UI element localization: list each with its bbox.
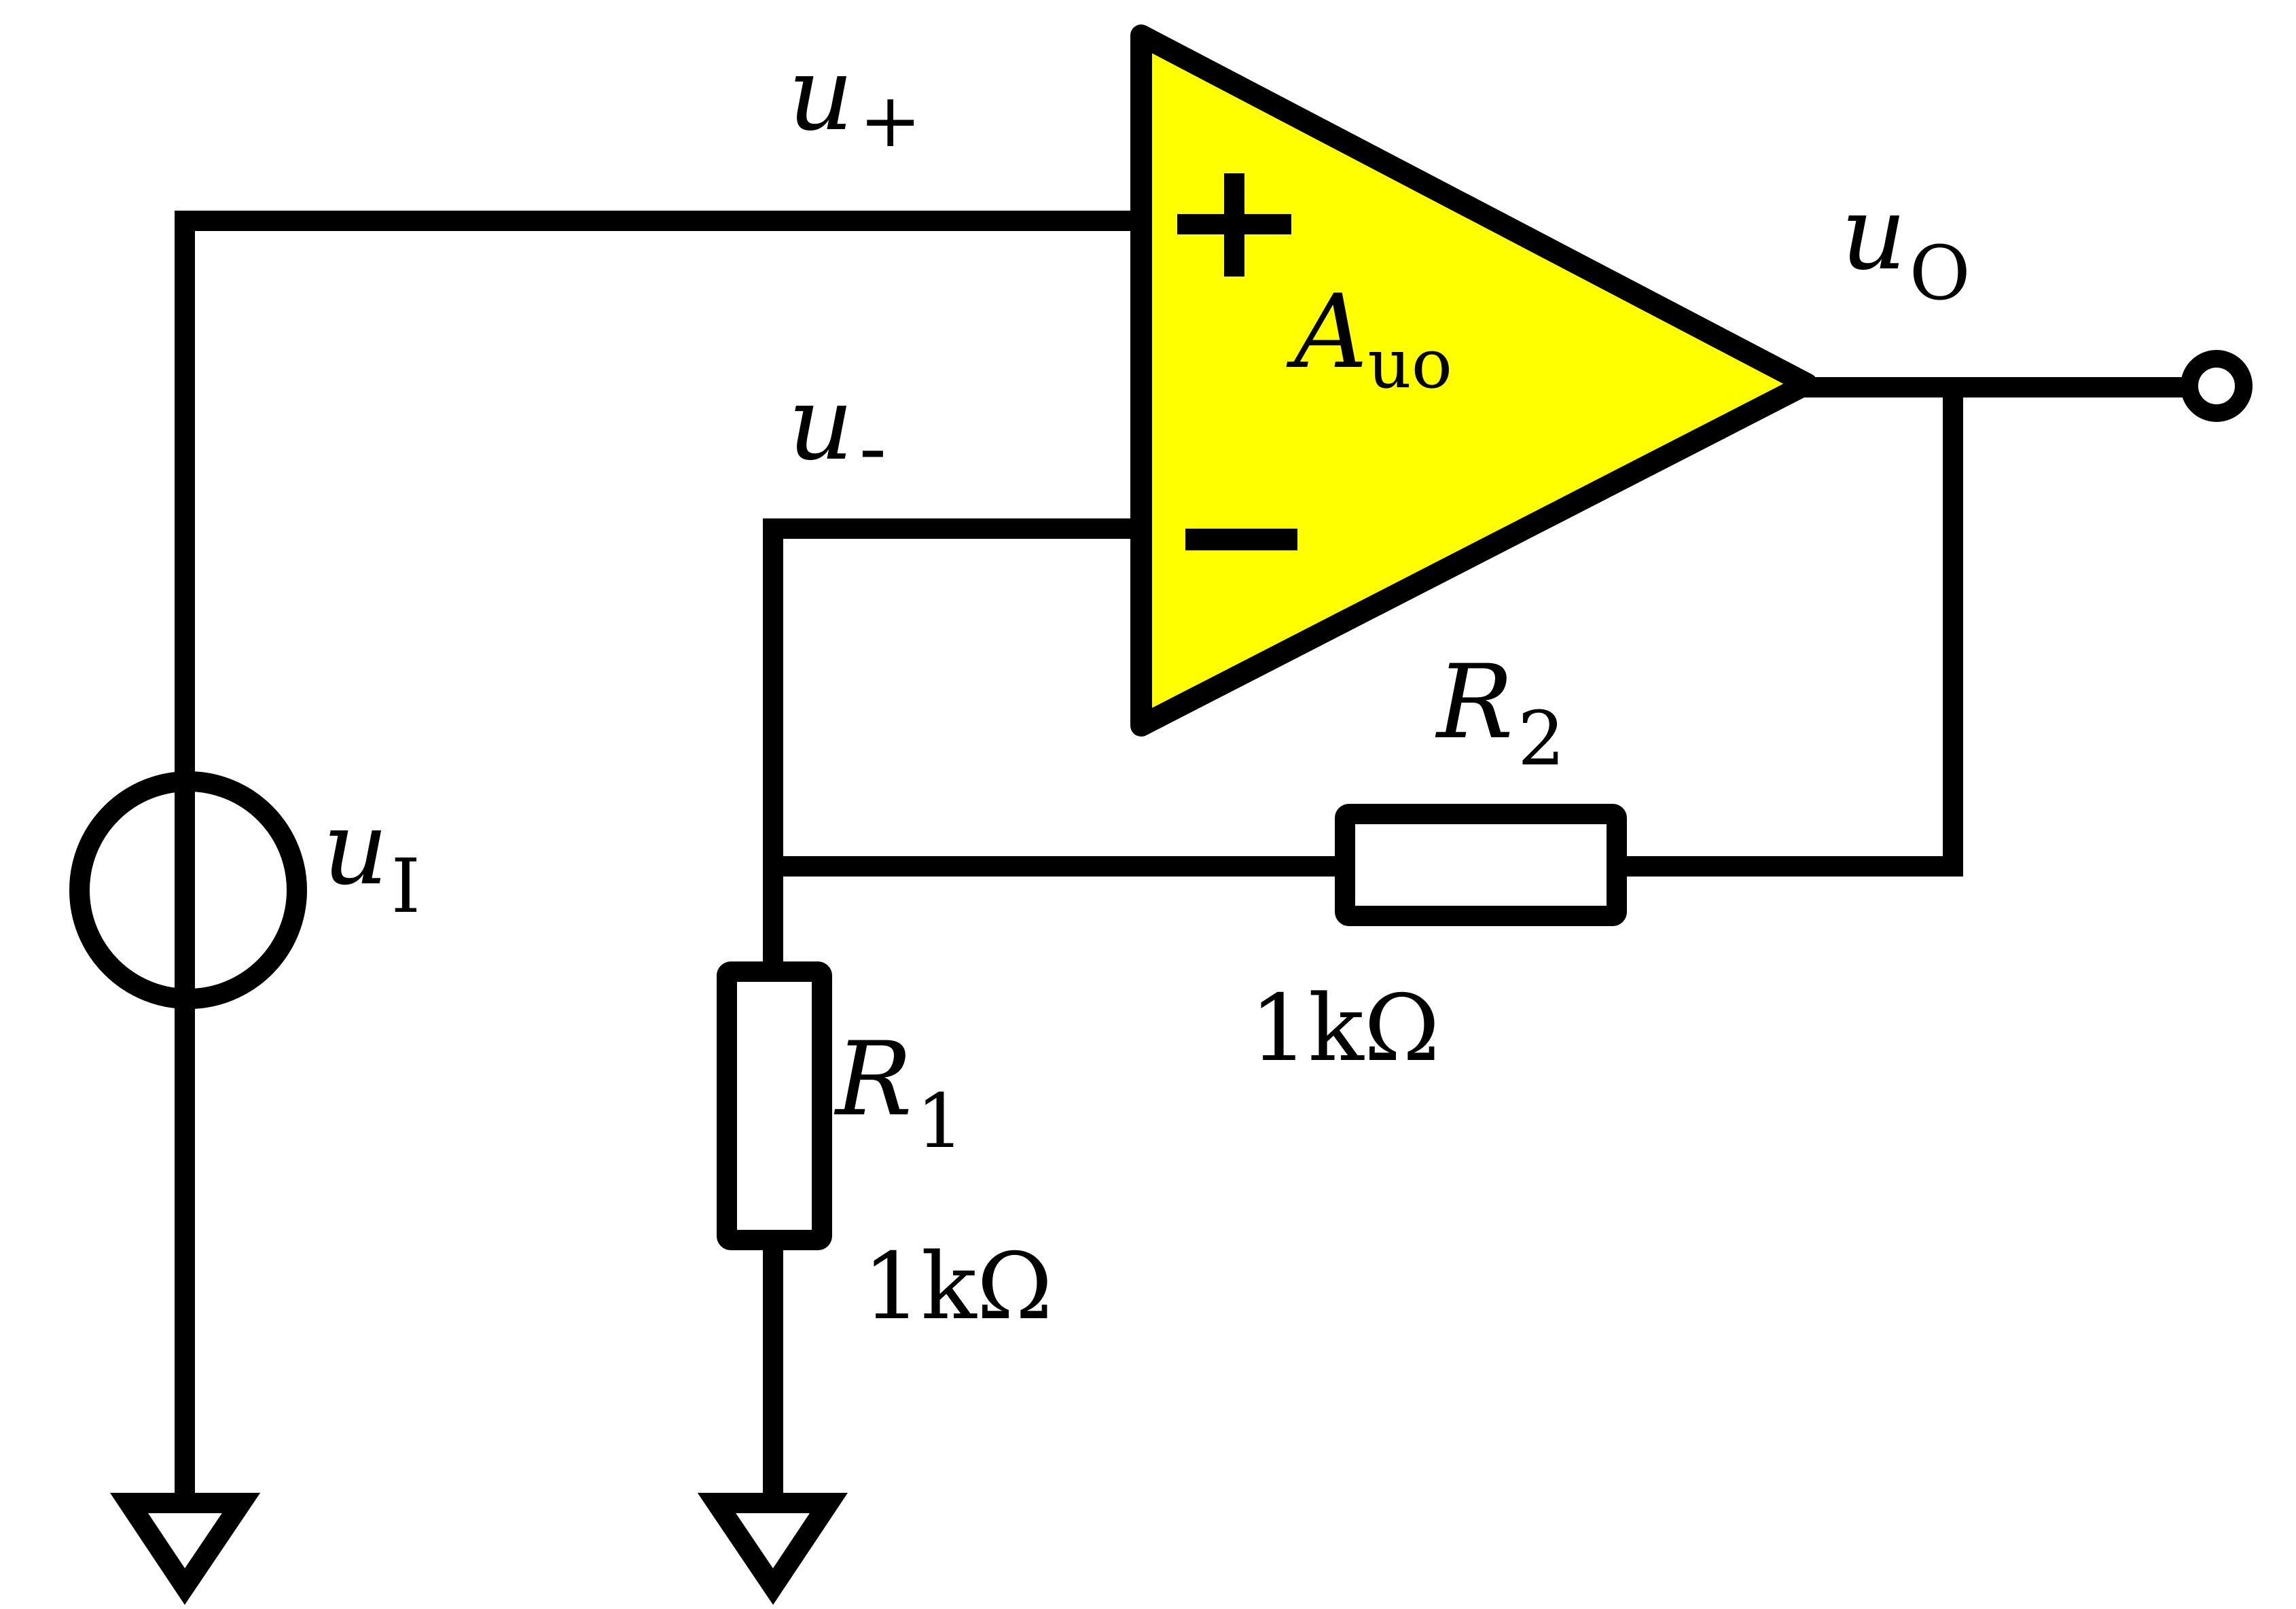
label-r1-value: 1kΩ — [863, 1233, 1053, 1340]
ground-symbol-right — [697, 1493, 848, 1605]
ground-symbol-left — [109, 1493, 261, 1605]
opamp-plus-sign — [1177, 173, 1291, 277]
resistor-r1 — [717, 961, 832, 1250]
opamp-triangle — [1130, 24, 1818, 737]
label-u-plus: u+ — [788, 35, 922, 164]
wire-non-inverting — [175, 211, 1143, 785]
output-terminal — [2181, 350, 2253, 422]
label-u-in: uI — [323, 790, 420, 930]
label-r1: R1 — [833, 1021, 964, 1165]
resistor-r2 — [1335, 804, 1627, 926]
label-u-minus: u- — [788, 365, 886, 495]
label-u-out: uO — [1841, 175, 1971, 317]
label-r2: R2 — [1435, 643, 1565, 782]
wire-inverting — [763, 518, 1143, 972]
opamp-gain-label: Auo — [1286, 273, 1452, 404]
label-r2-value: 1kΩ — [1250, 975, 1440, 1082]
wire-feedback-right — [1610, 377, 1963, 877]
opamp-minus-sign — [1185, 529, 1297, 550]
